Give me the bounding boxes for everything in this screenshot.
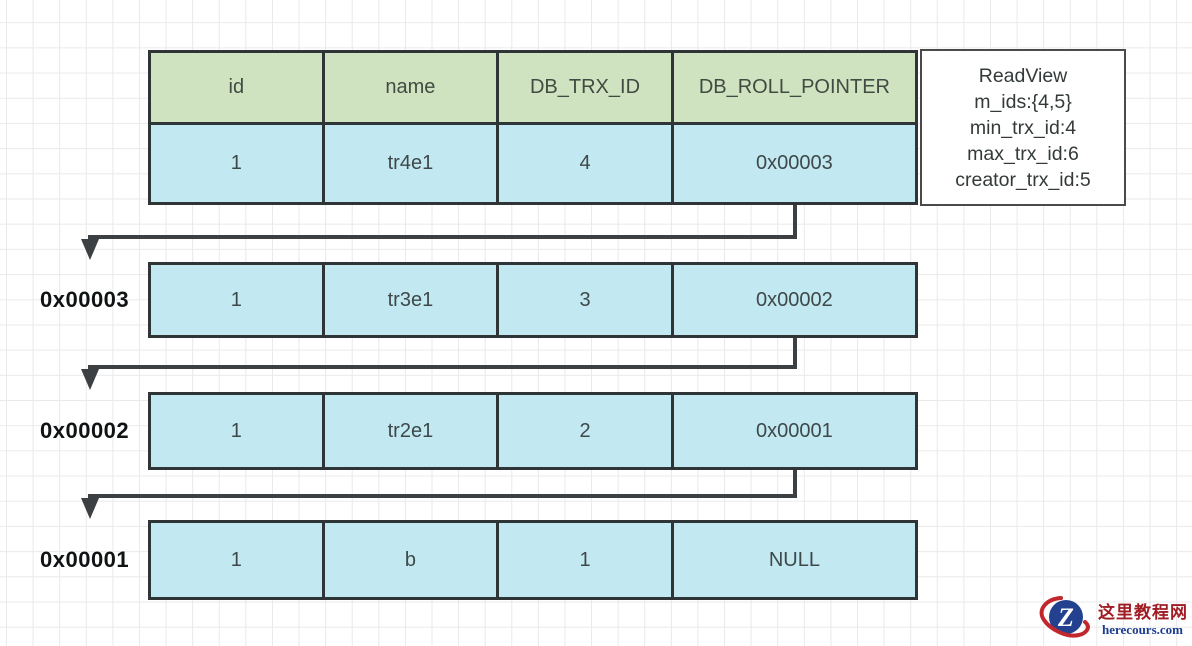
header-cell-id: id — [151, 53, 325, 122]
site-logo-icon: Z — [1039, 596, 1090, 638]
version-3-trx-id: 1 — [499, 523, 674, 597]
version-3-roll-pointer: NULL — [673, 523, 915, 597]
watermark-site-url: herecours.com — [1102, 622, 1183, 637]
version-2-pointer-label: 0x00002 — [40, 418, 130, 443]
version-1-id: 1 — [151, 265, 325, 335]
site-watermark: Z 这里教程网 herecours.com — [1038, 595, 1188, 645]
version-3-name: b — [324, 523, 500, 597]
arrow-3-drop-segment — [793, 470, 797, 498]
watermark-text-block: 这里教程网 herecours.com — [1098, 603, 1188, 637]
version-2-row: 1 tr2e1 2 0x00001 — [148, 392, 918, 470]
arrow-2-horizontal-segment — [88, 365, 797, 369]
readview-box: ReadView m_ids:{4,5} min_trx_id:4 max_tr… — [920, 49, 1126, 206]
current-row-roll-pointer: 0x00003 — [673, 125, 915, 202]
header-cell-name: name — [324, 53, 500, 122]
arrow-3-arrowhead-down-icon — [81, 498, 99, 519]
version-2-name: tr2e1 — [324, 395, 500, 467]
record-table-current-row: 1 tr4e1 4 0x00003 — [151, 125, 915, 202]
version-3-row: 1 b 1 NULL — [148, 520, 918, 600]
arrow-1-horizontal-segment — [88, 235, 797, 239]
readview-creator-trx-id: creator_trx_id:5 — [955, 168, 1091, 191]
current-row-id: 1 — [151, 125, 325, 202]
record-table-header-row: id name DB_TRX_ID DB_ROLL_POINTER — [151, 53, 915, 125]
readview-title: ReadView — [978, 64, 1068, 87]
arrow-3-horizontal-segment — [88, 494, 797, 498]
version-1-trx-id: 3 — [499, 265, 674, 335]
version-1-row: 1 tr3e1 3 0x00002 — [148, 262, 918, 338]
arrow-2-arrowhead-down-icon — [81, 369, 99, 390]
arrow-1-drop-segment — [793, 205, 797, 239]
version-1-roll-pointer: 0x00002 — [673, 265, 915, 335]
version-3-pointer-label: 0x00001 — [40, 547, 130, 572]
version-2-roll-pointer: 0x00001 — [673, 395, 915, 467]
version-2-id: 1 — [151, 395, 325, 467]
version-3-id: 1 — [151, 523, 325, 597]
header-cell-db-trx-id: DB_TRX_ID — [499, 53, 674, 122]
svg-text:Z: Z — [1057, 603, 1074, 632]
arrow-2-drop-segment — [793, 338, 797, 369]
readview-max-trx-id: max_trx_id:6 — [967, 142, 1079, 165]
watermark-site-name: 这里教程网 — [1098, 603, 1188, 622]
version-1-name: tr3e1 — [324, 265, 500, 335]
header-cell-db-roll-pointer: DB_ROLL_POINTER — [673, 53, 915, 122]
current-row-trx-id: 4 — [499, 125, 674, 202]
readview-min-trx-id: min_trx_id:4 — [969, 116, 1077, 139]
record-table: id name DB_TRX_ID DB_ROLL_POINTER 1 tr4e… — [148, 50, 918, 205]
current-row-name: tr4e1 — [324, 125, 500, 202]
readview-m-ids: m_ids:{4,5} — [974, 90, 1072, 113]
version-2-trx-id: 2 — [499, 395, 674, 467]
arrow-1-arrowhead-down-icon — [81, 239, 99, 260]
version-1-pointer-label: 0x00003 — [40, 287, 130, 312]
